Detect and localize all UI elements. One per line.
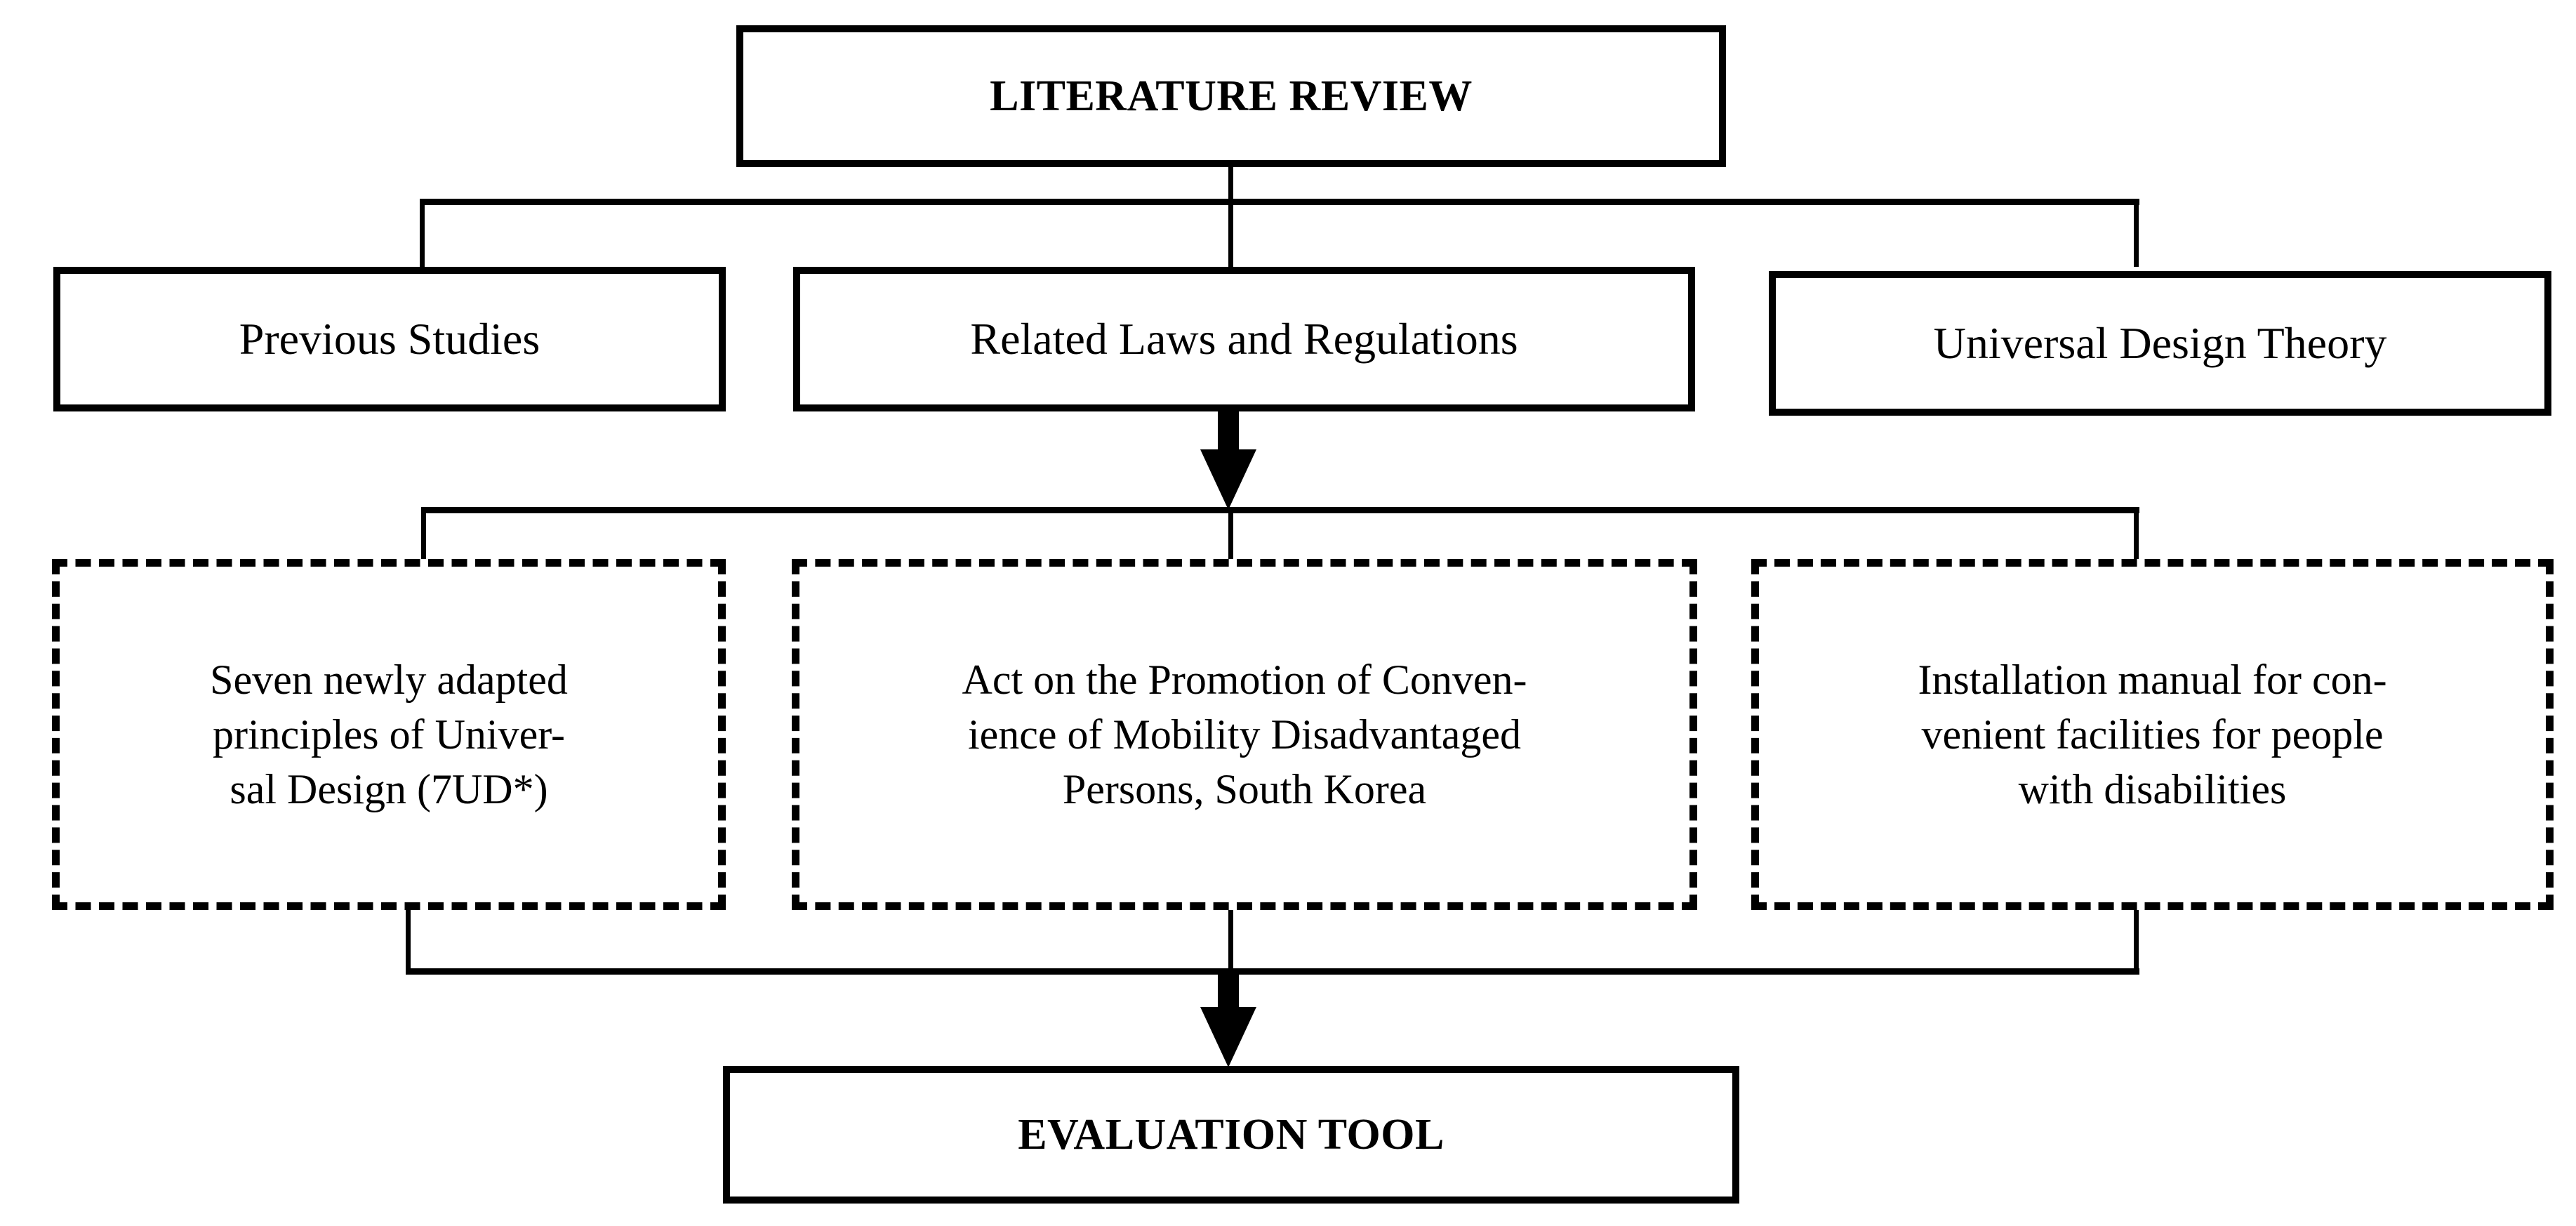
node-previous-studies[interactable]: Previous Studies — [53, 267, 726, 411]
node-seven-principles[interactable]: Seven newly adapted principles of Univer… — [52, 559, 726, 910]
connector-bus-row1-row2 — [420, 199, 2139, 205]
node-installation-manual[interactable]: Installation manual for con- venient fac… — [1751, 559, 2554, 910]
node-literature-review-label: LITERATURE REVIEW — [990, 72, 1473, 120]
node-related-laws-and-regulations[interactable]: Related Laws and Regulations — [793, 267, 1695, 411]
connector-literature-review-trunk — [1228, 167, 1233, 202]
connector-bus-row2-row3 — [421, 507, 2139, 513]
connector-drop-act-promotion — [1228, 507, 1233, 562]
node-installation-manual-label: Installation manual for con- venient fac… — [1918, 657, 2387, 812]
arrow-head-icon — [1200, 1007, 1256, 1067]
node-universal-design-theory[interactable]: Universal Design Theory — [1769, 271, 2551, 416]
connector-arrow-related-laws-to-row3 — [1200, 411, 1256, 510]
node-act-promotion-convenience-label: Act on the Promotion of Conven- ience of… — [962, 657, 1527, 812]
connector-arrow-to-evaluation-tool — [1200, 970, 1256, 1067]
node-related-laws-and-regulations-label: Related Laws and Regulations — [970, 314, 1518, 364]
connector-drop-seven-principles — [421, 507, 426, 562]
node-act-promotion-convenience[interactable]: Act on the Promotion of Conven- ience of… — [792, 559, 1697, 910]
node-previous-studies-label: Previous Studies — [239, 314, 540, 364]
connector-riser-seven-principles — [406, 910, 411, 973]
node-literature-review[interactable]: LITERATURE REVIEW — [736, 25, 1726, 167]
connector-drop-previous-studies — [420, 199, 425, 267]
connector-riser-installation-manual — [2134, 910, 2139, 973]
connector-drop-installation-manual — [2134, 507, 2139, 562]
connector-drop-universal-design-theory — [2134, 199, 2139, 267]
node-universal-design-theory-label: Universal Design Theory — [1933, 318, 2387, 369]
connector-drop-related-laws — [1228, 199, 1233, 267]
connector-riser-act-promotion — [1228, 910, 1233, 973]
arrow-head-icon — [1200, 449, 1256, 510]
connector-bus-row3-evaluation — [406, 968, 2139, 975]
node-evaluation-tool[interactable]: EVALUATION TOOL — [723, 1066, 1739, 1204]
node-seven-principles-label: Seven newly adapted principles of Univer… — [210, 657, 568, 812]
node-evaluation-tool-label: EVALUATION TOOL — [1018, 1110, 1445, 1159]
